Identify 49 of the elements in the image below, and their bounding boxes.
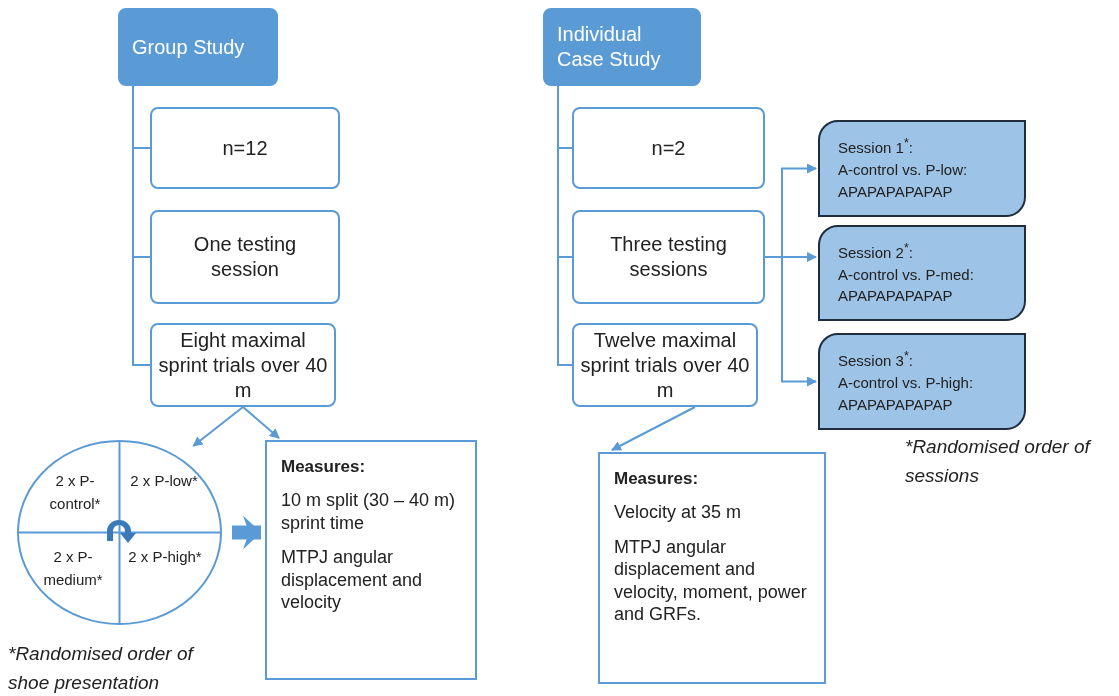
session-text: APAPAPAPAPAP [838,394,953,415]
header-text: Individual Case Study [557,22,662,72]
process-box [150,210,340,304]
header-box [543,8,701,86]
header-text: Group Study [132,34,245,60]
header-box [118,8,278,86]
session-box [818,120,1026,217]
session-box [818,225,1026,321]
measures-title: Measures: [614,468,699,490]
session-text: A-control vs. P-high: [838,373,974,394]
session-text: APAPAPAPAPAP [838,181,953,202]
arrow [242,406,280,439]
process-box [150,323,336,407]
quadrant-circle [17,440,222,625]
box-text: One testing session [192,232,298,282]
connector-line [132,85,151,366]
measure-text: MTPJ angular displacement and velocity, moment, power and GRFs. [614,535,808,626]
box-text: n=2 [651,135,686,161]
box-text: Eight maximal sprint trials over 40 m [158,327,328,403]
arrow [611,406,696,451]
measure-text: MTPJ angular displacement and velocity [281,546,424,614]
footnote: *Randomised order of sessions [905,435,1093,488]
session-text: APAPAPAPAPAP [838,286,953,307]
process-box [572,107,765,189]
box-text: n=12 [222,135,268,161]
quadrant-text: 2 x P-high* [127,547,203,567]
measures-box [265,440,477,680]
connector-line [557,85,573,366]
quadrant-text: 2 x P-low* [129,471,199,491]
quadrant-text: 2 x P-control* [48,471,102,514]
arrow [192,406,244,447]
session-text: Session 3$^{*}$: [838,348,913,372]
session-box [818,333,1026,430]
block-arrow [232,515,261,550]
box-text: Twelve maximal sprint trials over 40 m [580,327,750,403]
quadrant-text: 2 x P-medium* [42,547,104,590]
measures-box [598,452,826,684]
box-text: Three testing sessions [609,232,728,282]
measure-text: Velocity at 35 m [614,501,742,524]
session-text: A-control vs. P-low: [838,160,968,181]
process-box [572,210,765,304]
measures-title: Measures: [281,456,366,478]
process-box [572,323,758,407]
footnote: *Randomised order of shoe presentation [8,642,196,695]
measure-text: 10 m split (30 – 40 m) sprint time [281,489,457,535]
session-text: A-control vs. P-med: [838,264,974,285]
session-text: Session 1$^{*}$: [838,135,913,159]
process-box [150,107,340,189]
session-text: Session 2$^{*}$: [838,239,913,263]
